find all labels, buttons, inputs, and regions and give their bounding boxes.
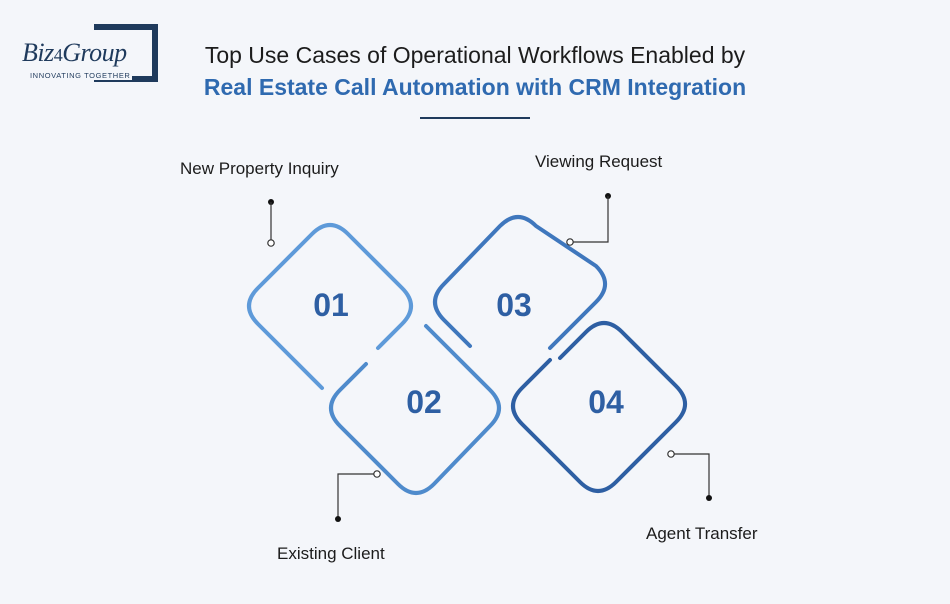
logo-wordmark: Biz4Group	[22, 38, 129, 68]
page-title-line-2: Real Estate Call Automation with CRM Int…	[203, 74, 747, 100]
step-02-connector	[335, 470, 381, 522]
step-04-diamond	[511, 321, 687, 493]
step-04-connector	[667, 450, 712, 501]
step-03-label: Viewing Request	[535, 152, 663, 171]
title-underline	[420, 117, 530, 119]
step-04-label: Agent Transfer	[646, 524, 758, 543]
step-01-diamond	[247, 223, 413, 390]
step-02-number: 02	[406, 384, 442, 420]
step-03-connector	[566, 193, 611, 246]
step-01-label: New Property Inquiry	[180, 159, 339, 178]
page-title-line-1: Top Use Cases of Operational Workflows E…	[204, 42, 746, 68]
step-03-number: 03	[496, 287, 532, 323]
logo-tagline: INNOVATING TOGETHER	[30, 71, 133, 80]
step-01-number: 01	[313, 287, 349, 323]
step-02-label: Existing Client	[277, 544, 385, 563]
bizgroup-logo: Biz4Group INNOVATING TOGETHER	[22, 24, 158, 86]
step-03-diamond	[433, 215, 607, 350]
step-02-diamond	[329, 324, 501, 495]
step-01-connector	[267, 199, 275, 247]
step-04-number: 04	[588, 384, 624, 420]
